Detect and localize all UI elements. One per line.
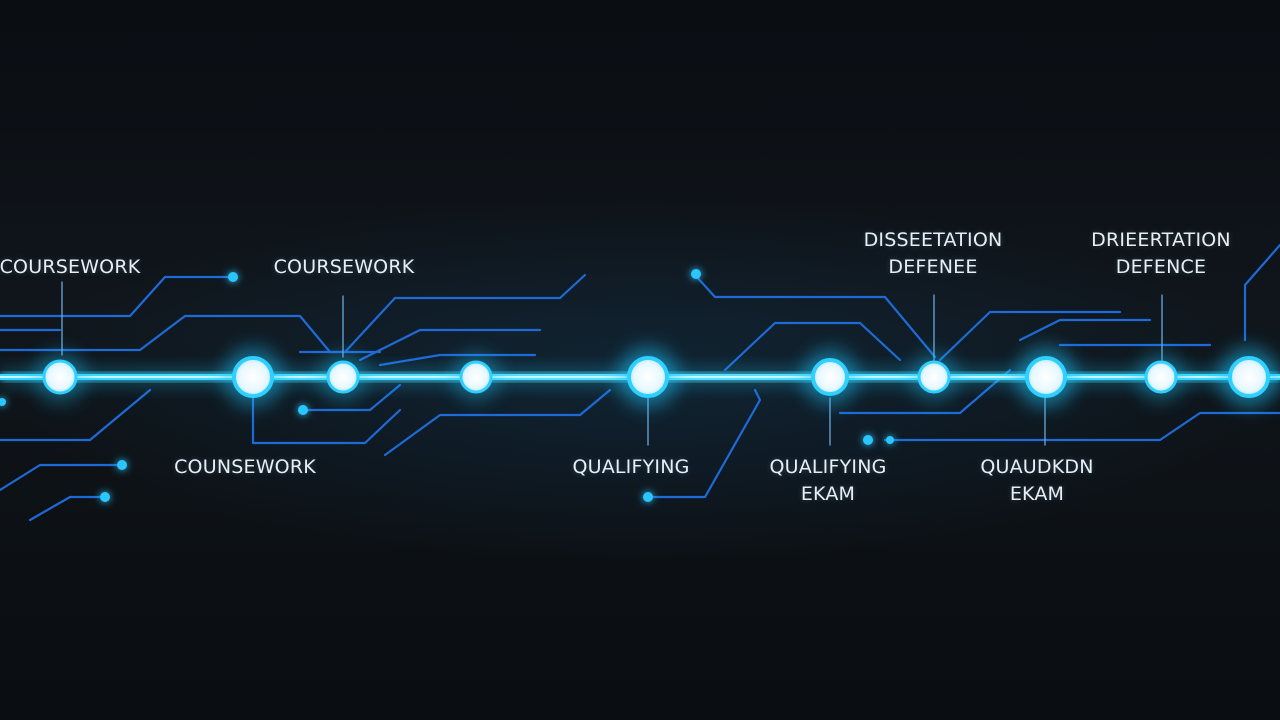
trace — [251, 393, 402, 445]
label-line: EKAM — [1009, 483, 1065, 505]
label-qualifying-bottom-3: QUAUDKDN EKAM — [980, 454, 1093, 508]
timeline-node — [1137, 353, 1185, 401]
label-coursework-bottom: COUNSEWORK — [174, 454, 316, 481]
trace — [646, 388, 762, 499]
endpoint-dot — [691, 269, 701, 279]
label-line: QUAUDKDN — [980, 456, 1094, 478]
trace — [693, 273, 937, 359]
label-line: EKAM — [800, 483, 856, 505]
trace — [1243, 243, 1280, 342]
endpoint-dot — [100, 492, 110, 502]
trace — [383, 388, 612, 457]
endpoint-dot — [863, 435, 873, 445]
trace — [723, 321, 902, 372]
label-line: DISSEETATION — [863, 229, 1003, 251]
label-line: DEFENEE — [888, 256, 978, 278]
trace — [938, 310, 1122, 362]
timeline-node — [802, 349, 858, 405]
trace — [298, 273, 587, 354]
label-coursework-top-2: COURSEWORK — [274, 254, 415, 281]
label-line: DEFENCE — [1115, 256, 1207, 278]
timeline-node — [319, 353, 367, 401]
timeline-node — [34, 351, 86, 403]
trace-endpoints — [0, 269, 894, 502]
label-line: QUALIFYING — [769, 456, 887, 478]
label-line: COURSEWORK — [273, 256, 415, 278]
label-qualifying-bottom-2: QUALIFYING EKAM — [769, 454, 886, 508]
trace — [28, 495, 107, 522]
endpoint-dot — [886, 436, 894, 444]
label-coursework-top-1: COURSEWORK — [0, 254, 140, 281]
endpoint-dot — [228, 272, 238, 282]
endpoint-dot — [643, 492, 653, 502]
label-qualifying-bottom-1: QUALIFYING — [572, 454, 689, 481]
timeline-nodes — [34, 347, 1279, 407]
trace — [301, 383, 402, 412]
label-line: COURSEWORK — [0, 256, 141, 278]
label-dissertation-top-2: DRIEERTATION DEFENCE — [1091, 227, 1231, 281]
trace — [838, 368, 1012, 415]
timeline-node — [223, 347, 283, 407]
trace — [0, 314, 382, 354]
label-line: QUALIFYING — [572, 456, 690, 478]
endpoint-dot — [0, 398, 6, 406]
label-line: DRIEERTATION — [1091, 229, 1231, 251]
label-line: COUNSEWORK — [174, 456, 316, 478]
circuit-traces — [0, 243, 1280, 522]
endpoint-dot — [298, 405, 308, 415]
timeline-node — [618, 347, 678, 407]
trace — [0, 275, 235, 318]
endpoint-dot — [117, 460, 127, 470]
timeline-node — [910, 353, 958, 401]
label-dissertation-top-1: DISSEETATION DEFENEE — [864, 227, 1003, 281]
trace — [0, 463, 124, 492]
timeline-node — [1219, 347, 1279, 407]
trace — [0, 388, 152, 442]
trace — [1018, 318, 1152, 342]
trace — [883, 411, 1280, 442]
trace — [358, 328, 542, 362]
timeline-node — [452, 353, 500, 401]
trace — [378, 353, 537, 367]
timeline-node — [1016, 347, 1076, 407]
